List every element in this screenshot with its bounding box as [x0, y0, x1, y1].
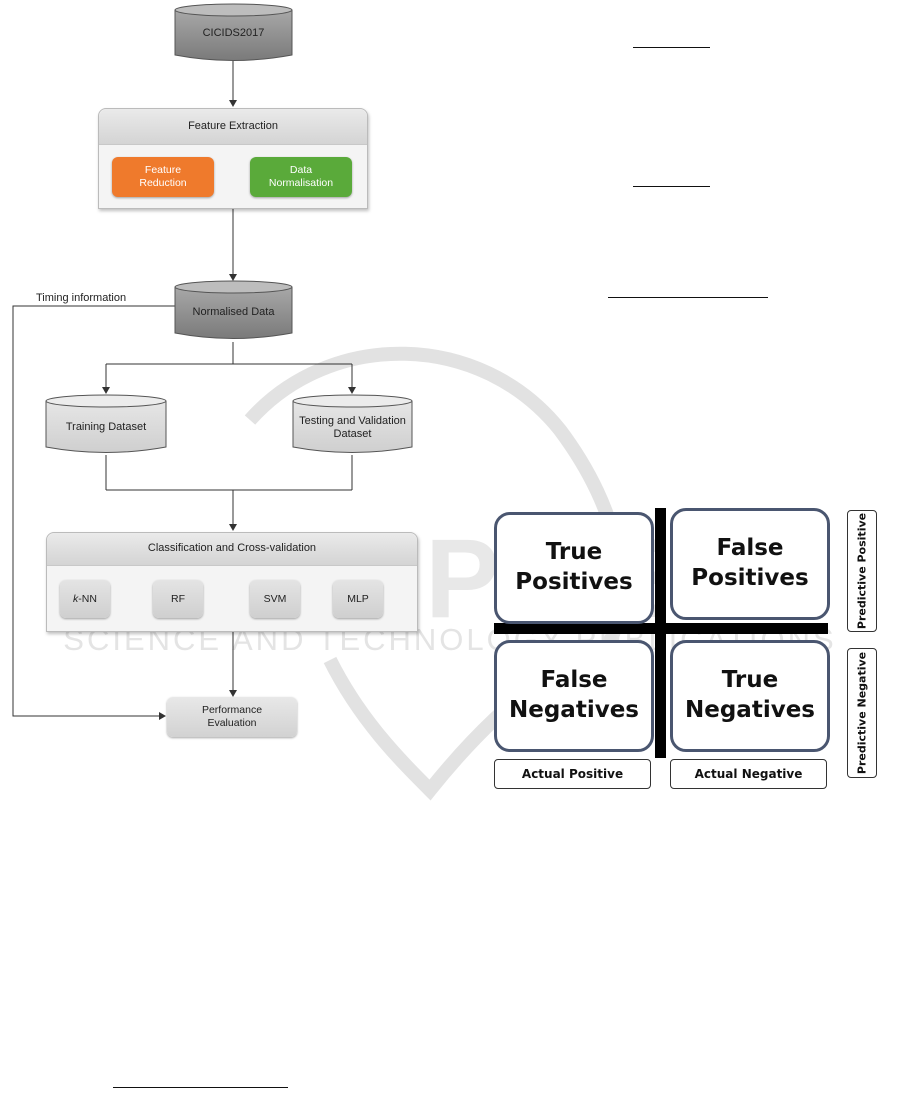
classification-title: Classification and Cross-validation	[147, 542, 317, 554]
rule-2	[633, 186, 710, 187]
predictive-negative-box: Predictive Negative	[847, 648, 877, 778]
cell-false-positives: False Positives	[670, 508, 830, 620]
training-db-label: Training Dataset	[65, 421, 147, 433]
rule-3	[608, 297, 768, 298]
cylinder-testing-dataset	[292, 394, 413, 453]
matrix-horizontal-bar	[494, 623, 828, 634]
performance-evaluation-box: Performance Evaluation	[167, 697, 297, 737]
feature-reduction-box: Feature Reduction	[112, 157, 214, 197]
feature-extraction-header	[99, 109, 367, 145]
normalised-db-label: Normalised Data	[192, 306, 275, 318]
knn-box: k-NN	[60, 580, 110, 618]
cylinder-normalised-data	[174, 280, 293, 339]
timing-information-label: Timing information	[36, 292, 127, 304]
rule-4	[113, 1087, 288, 1088]
actual-negative-label: Actual Negative	[670, 759, 827, 789]
cell-true-positives: True Positives	[494, 512, 654, 624]
rf-box: RF	[153, 580, 203, 618]
knn-k: k	[73, 592, 79, 605]
cylinder-cicids2017	[174, 3, 293, 61]
predictive-negative-label: Predictive Negative	[855, 651, 869, 775]
testing-db-label: Testing and Validation Dataset	[299, 415, 406, 441]
predictive-positive-label: Predictive Positive	[855, 512, 869, 630]
cylinder-training-dataset	[45, 394, 167, 453]
feature-extraction-title: Feature Extraction	[188, 120, 278, 132]
knn-rest: -NN	[78, 592, 97, 605]
source-db-label: CICIDS2017	[202, 27, 265, 39]
actual-positive-label: Actual Positive	[494, 759, 651, 789]
flowchart-cylinders	[45, 3, 413, 453]
predictive-positive-box: Predictive Positive	[847, 510, 877, 632]
mlp-box: MLP	[333, 580, 383, 618]
cell-false-negatives: False Negatives	[494, 640, 654, 752]
cell-true-negatives: True Negatives	[670, 640, 830, 752]
flowchart-connectors	[12, 60, 356, 720]
classification-header	[47, 533, 417, 566]
svm-box: SVM	[250, 580, 300, 618]
rule-1	[633, 47, 710, 48]
timing-information-path	[12, 305, 175, 720]
data-normalisation-box: Data Normalisation	[250, 157, 352, 197]
